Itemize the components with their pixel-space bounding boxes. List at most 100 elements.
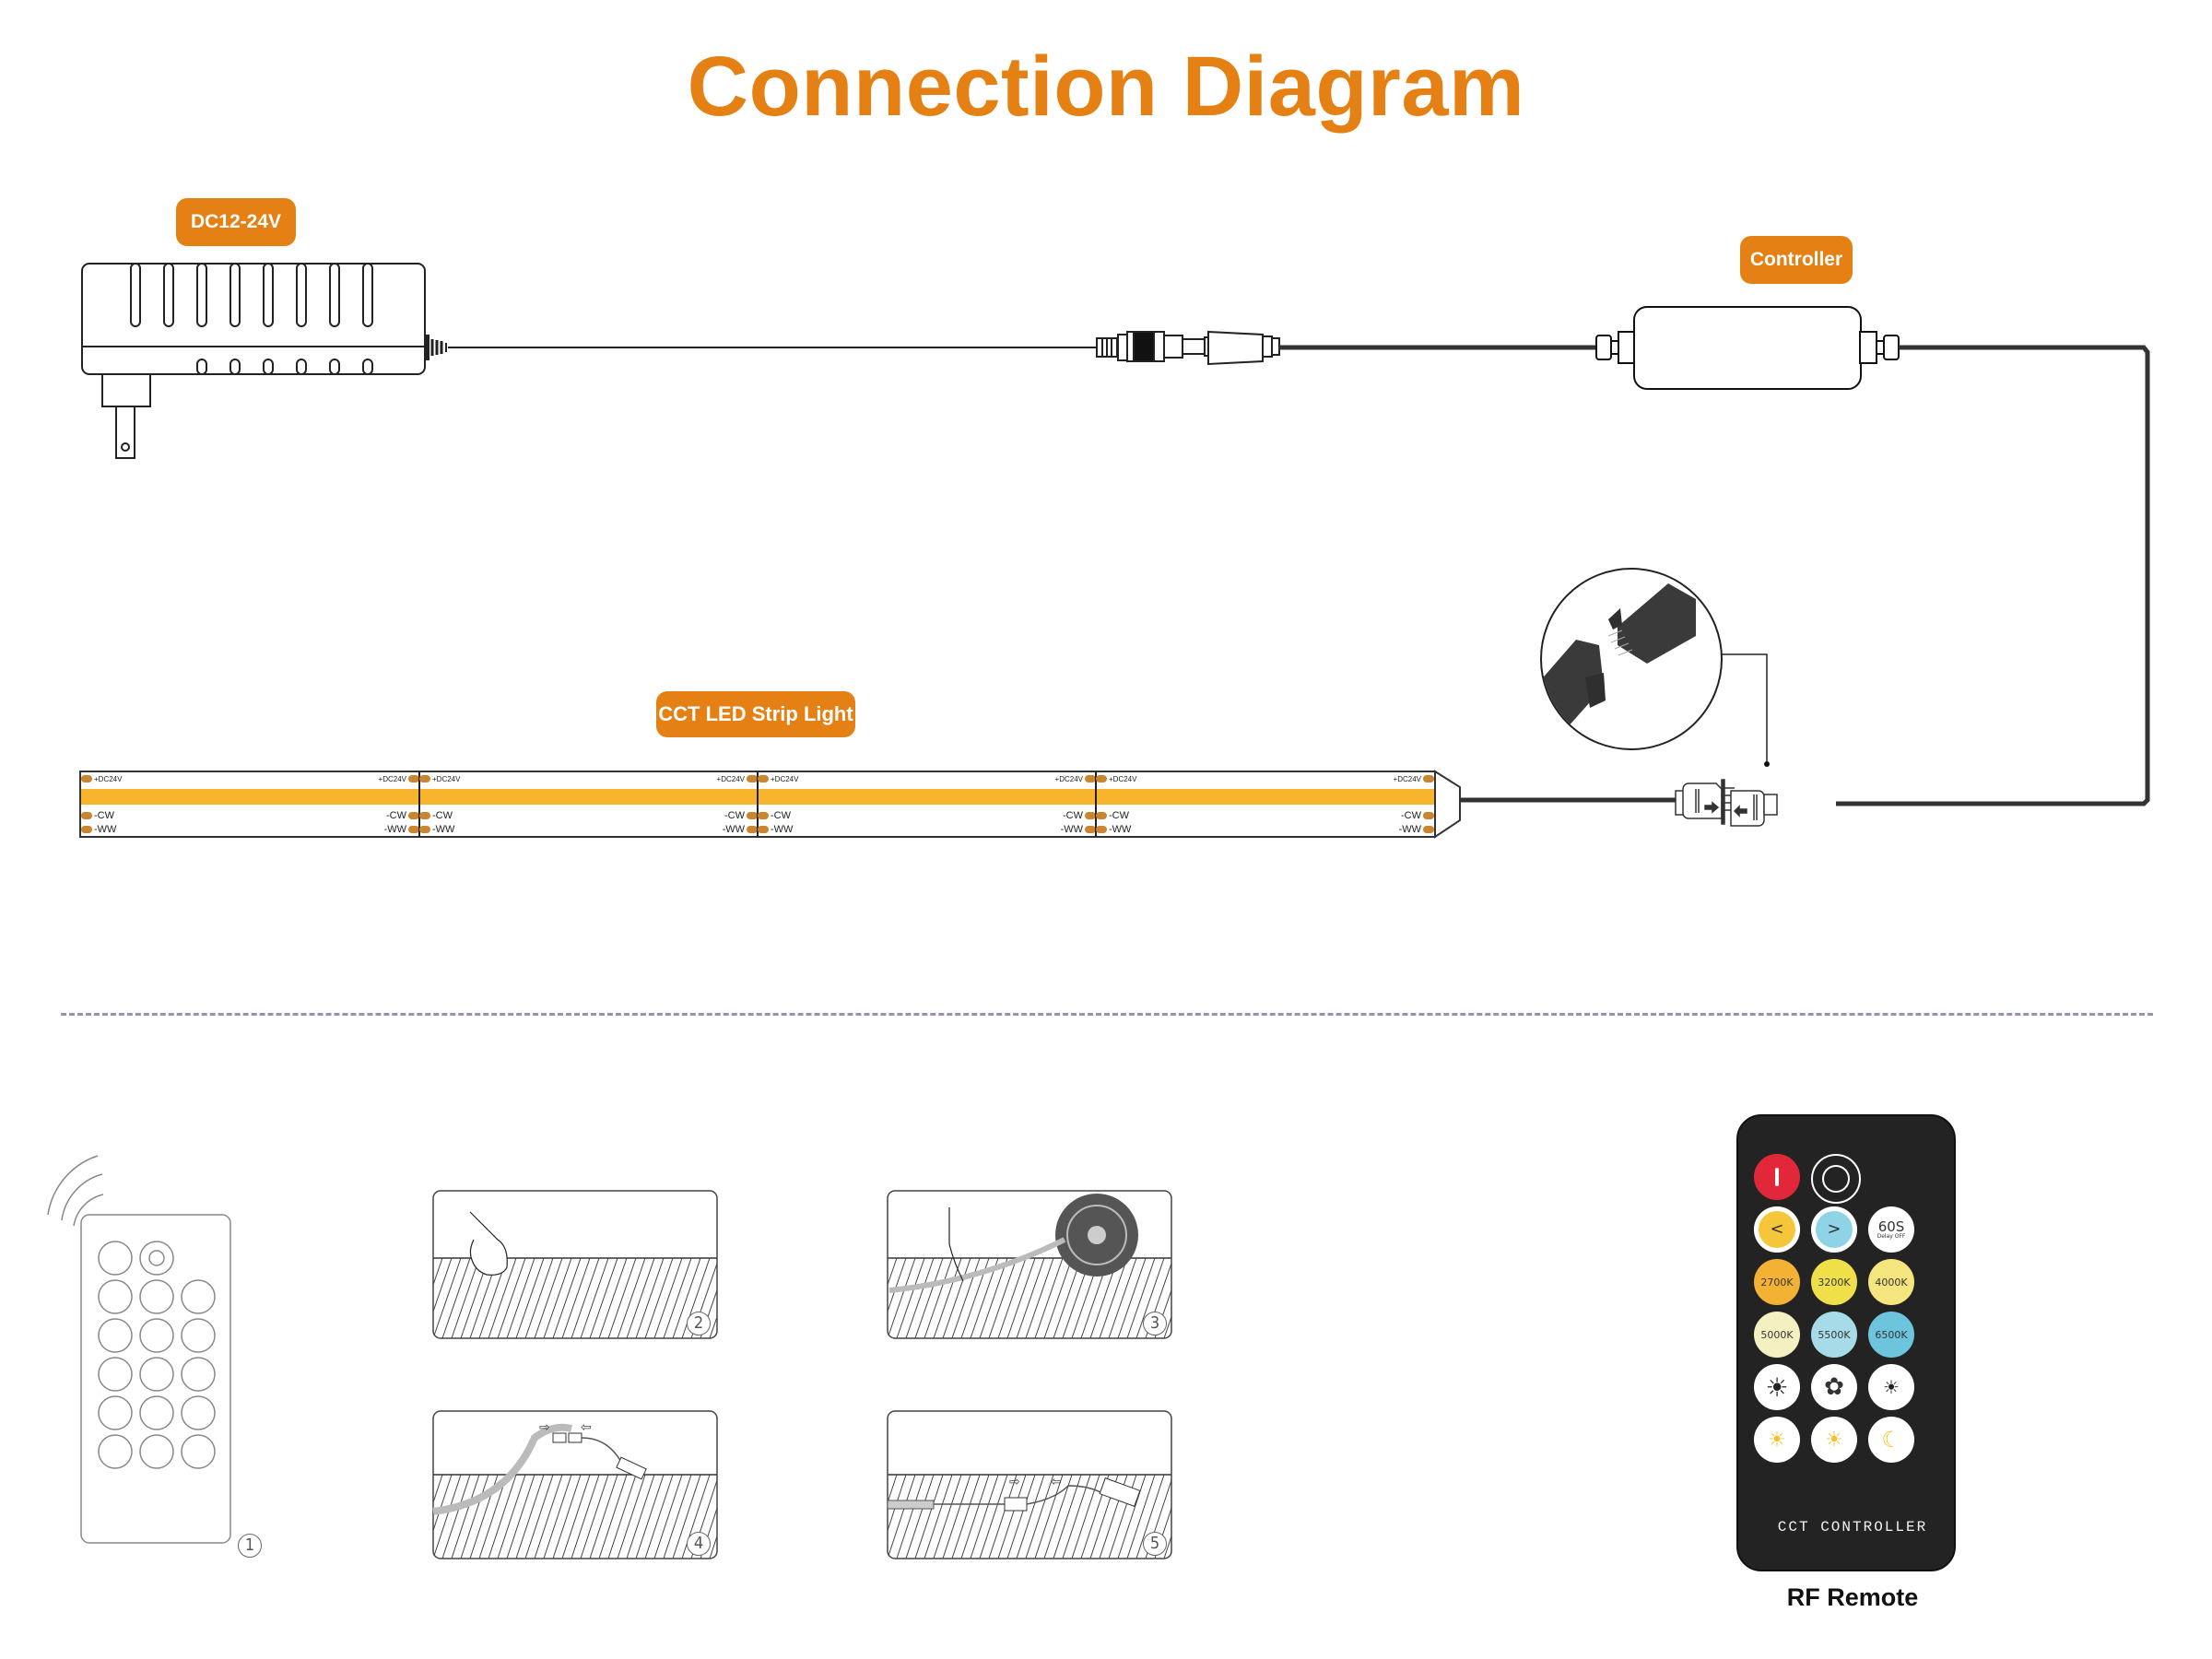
step-panels: ⇨⇦⇨⇦ bbox=[432, 1190, 1172, 1559]
pad-label: -WW bbox=[1061, 824, 1084, 835]
remote-button-sunset[interactable]: ☀ bbox=[1811, 1417, 1857, 1463]
step-number-5: 5 bbox=[1143, 1532, 1167, 1556]
pad-label: -WW bbox=[1399, 824, 1422, 835]
remote-button-label: 6500K bbox=[1875, 1328, 1908, 1341]
remote-button-warmer[interactable]: < bbox=[1754, 1206, 1800, 1253]
remote-button-label: 4000K bbox=[1875, 1276, 1908, 1288]
remote-button-bright_up[interactable]: ☀ bbox=[1754, 1364, 1800, 1410]
power-strip-icon bbox=[1099, 1477, 1141, 1507]
strip-quick-connector bbox=[1675, 779, 1778, 827]
step-number-1: 1 bbox=[238, 1534, 262, 1558]
strip-tape bbox=[887, 1500, 935, 1510]
controller-box bbox=[1595, 306, 1900, 390]
vent-slots bbox=[130, 263, 373, 375]
surface-hatch bbox=[433, 1257, 717, 1338]
pad-label: -WW bbox=[1109, 824, 1132, 835]
step-number-3: 3 bbox=[1143, 1312, 1167, 1335]
remote-button-k4000[interactable]: 4000K bbox=[1868, 1259, 1914, 1305]
dc-jack-connector bbox=[1096, 330, 1280, 366]
remote-button-label: 5500K bbox=[1818, 1328, 1851, 1341]
solder-pad bbox=[419, 812, 430, 819]
step-3-panel bbox=[887, 1190, 1172, 1339]
solder-pad bbox=[747, 812, 758, 819]
pad-label: -WW bbox=[771, 824, 794, 835]
remote-button-label: 5000K bbox=[1760, 1328, 1794, 1341]
solder-pad bbox=[408, 812, 419, 819]
pad-label: -CW bbox=[724, 810, 746, 821]
outline-button bbox=[181, 1279, 216, 1314]
pad-label: +DC24V bbox=[379, 775, 407, 783]
remote-button-label: 2700K bbox=[1760, 1276, 1794, 1288]
led-strip: +DC24V +DC24V -CW -CW -WW -WW +DC24V +DC24V -CW -… bbox=[79, 770, 1461, 839]
pad-label: -CW bbox=[771, 810, 792, 821]
ring-icon bbox=[1822, 1165, 1850, 1193]
remote-button-sunrise[interactable]: ☀ bbox=[1754, 1417, 1800, 1463]
remote-button-k5000[interactable]: 5000K bbox=[1754, 1312, 1800, 1358]
pad-label: +DC24V bbox=[432, 775, 461, 783]
sunset-icon: ☀ bbox=[1825, 1428, 1843, 1452]
solder-pad bbox=[1423, 812, 1434, 819]
remote-button-mode[interactable]: ✿ bbox=[1811, 1364, 1857, 1410]
page-title: Connection Diagram bbox=[687, 40, 1525, 134]
solder-pad bbox=[747, 826, 758, 833]
chevron-right-icon: > bbox=[1827, 1219, 1841, 1239]
chevron-left-icon: < bbox=[1770, 1219, 1784, 1239]
remote-button-label: 3200K bbox=[1818, 1276, 1851, 1288]
sunrise-icon: ☀ bbox=[1768, 1428, 1786, 1452]
remote-button-k2700[interactable]: 2700K bbox=[1754, 1259, 1800, 1305]
push-arrow-left-icon: ⇦ bbox=[581, 1419, 592, 1434]
outline-button bbox=[98, 1434, 133, 1469]
sun-small-icon: ☀ bbox=[1883, 1376, 1900, 1398]
outline-button bbox=[98, 1241, 133, 1276]
remote-button-k3200[interactable]: 3200K bbox=[1811, 1259, 1857, 1305]
solder-pad bbox=[81, 775, 92, 782]
solder-pad bbox=[758, 826, 769, 833]
remote-button-cooler[interactable]: > bbox=[1811, 1206, 1857, 1253]
push-arrow-right-icon: ⇨ bbox=[1009, 1474, 1020, 1488]
sun-large-icon: ☀ bbox=[1765, 1371, 1789, 1403]
solder-pad bbox=[747, 775, 758, 782]
pad-label: -WW bbox=[94, 824, 117, 835]
step-number-4: 4 bbox=[687, 1532, 711, 1556]
solder-pad bbox=[1423, 826, 1434, 833]
outline-button bbox=[181, 1395, 216, 1430]
solder-pad bbox=[1096, 826, 1107, 833]
pad-label: +DC24V bbox=[94, 775, 123, 783]
solder-pad bbox=[758, 775, 769, 782]
remote-button-bright_down[interactable]: ☀ bbox=[1868, 1364, 1914, 1410]
controller-icon bbox=[1004, 1497, 1028, 1512]
solder-pad bbox=[1423, 775, 1434, 782]
pad-label: +DC24V bbox=[1394, 775, 1422, 783]
moon-icon: ☾ bbox=[1881, 1427, 1901, 1453]
outline-button bbox=[181, 1357, 216, 1392]
power-supply-label: DC12-24V bbox=[176, 198, 296, 246]
power-adapter bbox=[81, 263, 447, 459]
remote-label: RF Remote bbox=[1786, 1583, 1919, 1611]
pad-label: -WW bbox=[384, 824, 407, 835]
connector-closeup bbox=[1540, 568, 1770, 767]
strip-tape bbox=[888, 1237, 1066, 1293]
solder-pad bbox=[1085, 775, 1096, 782]
remote-brand-text: CCT CONTROLLER bbox=[1777, 1519, 1928, 1535]
outline-button-inner bbox=[148, 1250, 165, 1266]
pad-label: -CW bbox=[386, 810, 407, 821]
push-arrow-right-icon: ⇨ bbox=[539, 1419, 550, 1434]
connector-icon bbox=[552, 1432, 567, 1443]
remote-button-k5500[interactable]: 5500K bbox=[1811, 1312, 1857, 1358]
strip-label: CCT LED Strip Light bbox=[656, 691, 855, 737]
remote-button-k6500[interactable]: 6500K bbox=[1868, 1312, 1914, 1358]
remote-button-power[interactable] bbox=[1754, 1154, 1800, 1200]
strip-tape bbox=[432, 1423, 572, 1515]
outline-button bbox=[139, 1241, 174, 1276]
outline-button bbox=[181, 1434, 216, 1469]
step-4-panel: ⇨⇦ bbox=[432, 1410, 718, 1559]
remote-button-label: 60S bbox=[1877, 1218, 1905, 1235]
solder-pad bbox=[758, 812, 769, 819]
solder-pad bbox=[419, 775, 430, 782]
solder-pad bbox=[408, 826, 419, 833]
outline-button bbox=[98, 1357, 133, 1392]
remote-button-night[interactable]: ☾ bbox=[1868, 1417, 1914, 1463]
remote-button-ring[interactable] bbox=[1811, 1154, 1861, 1204]
